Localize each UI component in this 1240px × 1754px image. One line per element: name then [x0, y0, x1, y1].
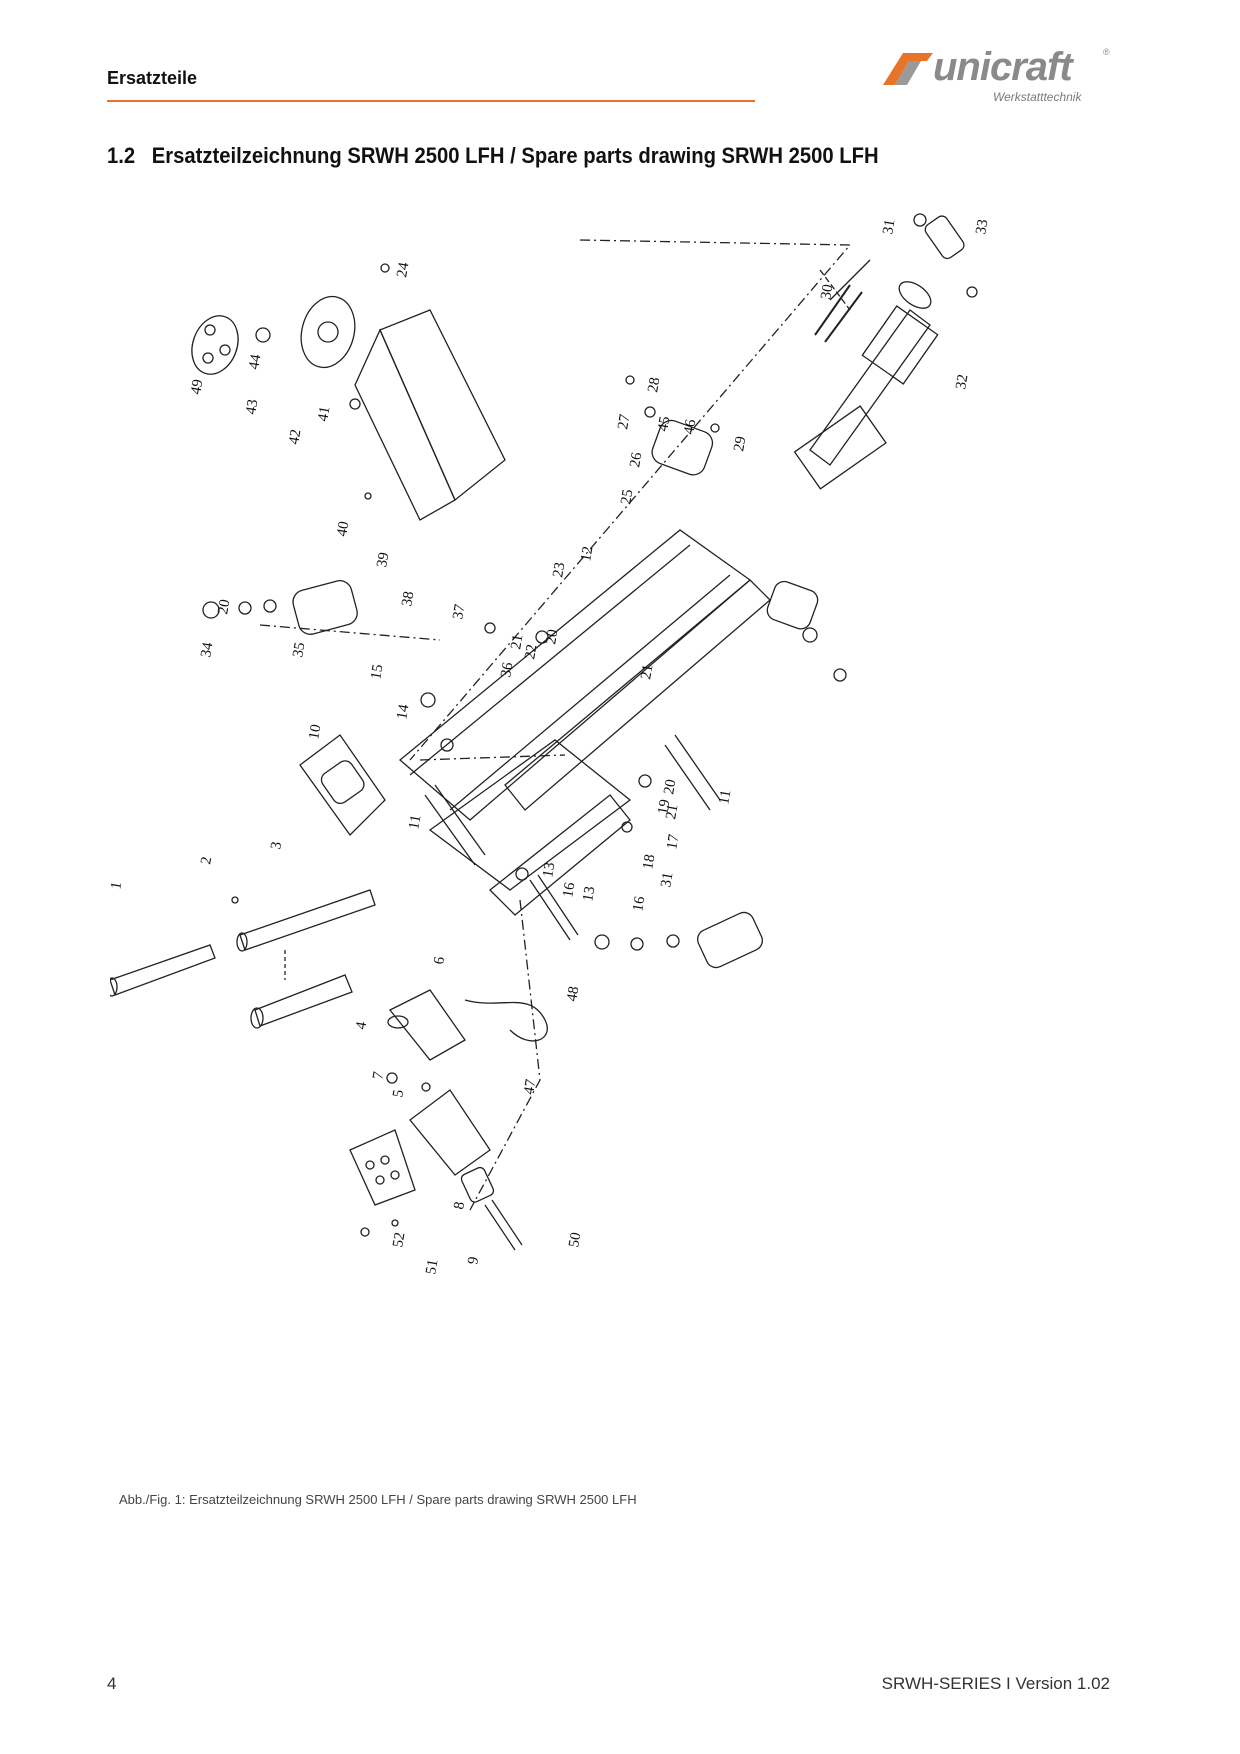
part-label: 20 — [543, 628, 561, 646]
part-label: 19 — [655, 798, 673, 816]
part-label: 51 — [423, 1258, 441, 1276]
part-label: 35 — [290, 641, 308, 659]
part-label: 5 — [390, 1089, 407, 1099]
header-title: Ersatzteile — [107, 68, 198, 88]
page-number: 4 — [107, 1674, 117, 1693]
section-title: 1.2 Ersatzteilzeichnung SRWH 2500 LFH / S… — [107, 143, 879, 169]
part-label: 22 — [522, 643, 540, 661]
part-label: 4 — [353, 1020, 370, 1031]
part-label: 13 — [580, 885, 598, 903]
part-label: 9 — [465, 1256, 482, 1266]
part-label: 42 — [286, 428, 304, 446]
part-label: 39 — [374, 551, 392, 569]
part-label: 15 — [368, 663, 386, 681]
part-label: 47 — [521, 1078, 539, 1096]
header-rule — [107, 100, 755, 102]
part-label: 16 — [630, 895, 648, 913]
section-title-text: Ersatzteilzeichnung SRWH 2500 LFH / Spar… — [151, 143, 879, 168]
part-label: 12 — [578, 545, 596, 563]
part-label: 13 — [540, 861, 558, 879]
part-label: 14 — [394, 703, 412, 721]
part-label: 8 — [451, 1201, 468, 1211]
part-label: 41 — [315, 405, 333, 423]
part-label: 43 — [243, 398, 261, 416]
figure-caption: Abb./Fig. 1: Ersatzteilzeichnung SRWH 25… — [119, 1492, 637, 1507]
part-label: 21 — [638, 663, 656, 681]
part-label: 31 — [880, 218, 898, 236]
part-label: 1 — [110, 881, 125, 891]
logo-wordmark: unicraft — [933, 45, 1073, 89]
part-number-labels: 1 2 3 4 5 6 7 8 9 10 11 11 12 13 13 14 1… — [110, 218, 992, 1276]
part-label: 52 — [390, 1231, 408, 1249]
part-label: 37 — [450, 603, 468, 621]
part-label: 20 — [661, 778, 679, 796]
part-label: 2 — [198, 856, 215, 866]
part-label: 29 — [731, 435, 749, 453]
logo-tagline: Werkstatttechnik — [993, 90, 1082, 104]
part-label: 50 — [566, 1231, 584, 1249]
part-label: 46 — [681, 418, 699, 436]
part-label: 32 — [953, 373, 971, 391]
part-label: 18 — [640, 853, 658, 871]
part-label: 49 — [188, 378, 206, 396]
part-label: 27 — [615, 413, 633, 431]
part-label: 21 — [663, 803, 681, 821]
part-label: 24 — [394, 261, 412, 279]
part-label: 34 — [198, 641, 216, 659]
part-label: 44 — [246, 353, 264, 371]
part-label: 7 — [370, 1070, 387, 1081]
part-label: 21 — [508, 633, 526, 651]
part-label: 23 — [550, 561, 568, 579]
part-label: 26 — [627, 451, 645, 469]
logo-mark-icon — [883, 53, 933, 85]
part-label: 45 — [655, 415, 673, 433]
part-label: 30 — [818, 283, 836, 301]
part-label: 11 — [406, 814, 424, 831]
part-label: 33 — [973, 218, 991, 236]
part-label: 38 — [399, 590, 417, 608]
part-label: 31 — [658, 871, 676, 889]
part-label: 28 — [645, 376, 663, 394]
unicraft-logo: unicraft ® Werkstatttechnik — [875, 45, 1115, 110]
part-label: 40 — [334, 520, 352, 538]
part-label: 6 — [431, 955, 448, 966]
spare-parts-drawing: 1 2 3 4 5 6 7 8 9 10 11 11 12 13 13 14 1… — [110, 213, 992, 1276]
part-label: 16 — [560, 881, 578, 899]
logo-registered: ® — [1103, 47, 1110, 57]
part-label: 10 — [306, 723, 324, 741]
section-number: 1.2 — [107, 143, 136, 168]
part-label: 20 — [215, 598, 233, 616]
part-label: 11 — [716, 789, 734, 806]
part-label: 25 — [618, 488, 636, 506]
document-version: SRWH-SERIES I Version 1.02 — [881, 1674, 1110, 1693]
drawing-lines — [110, 213, 978, 1251]
part-label: 36 — [498, 661, 516, 679]
part-label: 3 — [268, 841, 285, 851]
part-label: 17 — [664, 833, 682, 851]
part-label: 48 — [564, 985, 582, 1003]
